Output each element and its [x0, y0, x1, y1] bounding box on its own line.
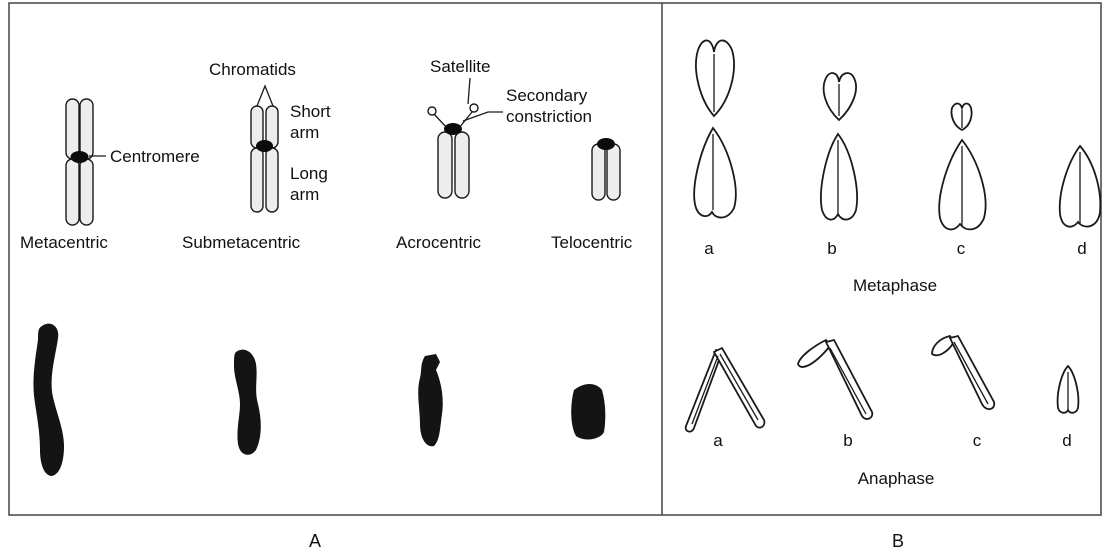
metaphase-letter-b: b — [827, 239, 836, 258]
label-centromere: Centromere — [110, 147, 200, 166]
anaphase-letter-d: d — [1062, 431, 1071, 450]
photo-submetacentric — [234, 350, 261, 455]
satellite-pointer — [468, 78, 470, 104]
metaphase-chromosome-c — [939, 104, 985, 230]
label-secondary-2: constriction — [506, 107, 592, 126]
anaphase-title: Anaphase — [858, 469, 935, 488]
centromere-dot — [256, 140, 273, 152]
label-long-arm-2: arm — [290, 185, 319, 204]
anaphase-letter-b: b — [843, 431, 852, 450]
label-chromatids: Chromatids — [209, 60, 296, 79]
centromere-dot — [597, 138, 615, 150]
figure-border — [9, 3, 1101, 515]
panel-b-label: B — [892, 531, 904, 551]
photo-acrocentric — [418, 354, 443, 446]
label-secondary-1: Secondary — [506, 86, 588, 105]
metaphase-chromosome-a — [694, 40, 736, 217]
label-short-arm-1: Short — [290, 102, 331, 121]
panel-a-label: A — [309, 531, 321, 551]
metaphase-letter-d: d — [1077, 239, 1086, 258]
metaphase-letter-c: c — [957, 239, 966, 258]
anaphase-letter-a: a — [713, 431, 723, 450]
chromatids-pointer — [257, 86, 273, 106]
anaphase-chromosome-c — [932, 336, 994, 409]
anaphase-letter-c: c — [973, 431, 982, 450]
metaphase-letter-a: a — [704, 239, 714, 258]
label-short-arm-2: arm — [290, 123, 319, 142]
label-telocentric: Telocentric — [551, 233, 633, 252]
telocentric-diagram — [592, 138, 620, 200]
satellite-left — [428, 107, 436, 115]
label-submetacentric: Submetacentric — [182, 233, 301, 252]
photo-metacentric — [33, 324, 64, 476]
label-long-arm-1: Long — [290, 164, 328, 183]
metaphase-chromosome-d — [1060, 146, 1101, 227]
satellite-right — [470, 104, 478, 112]
anaphase-chromosome-b — [798, 340, 872, 419]
submetacentric-diagram — [251, 106, 278, 212]
centromere-dot — [444, 123, 462, 135]
label-metacentric: Metacentric — [20, 233, 108, 252]
label-acrocentric: Acrocentric — [396, 233, 482, 252]
photo-telocentric — [571, 384, 605, 439]
label-satellite: Satellite — [430, 57, 490, 76]
anaphase-chromosome-d — [1058, 366, 1079, 413]
metacentric-diagram — [66, 99, 93, 225]
metaphase-title: Metaphase — [853, 276, 937, 295]
anaphase-chromosome-a — [686, 348, 765, 432]
metaphase-chromosome-b — [821, 73, 857, 220]
centromere-dot — [71, 151, 89, 163]
